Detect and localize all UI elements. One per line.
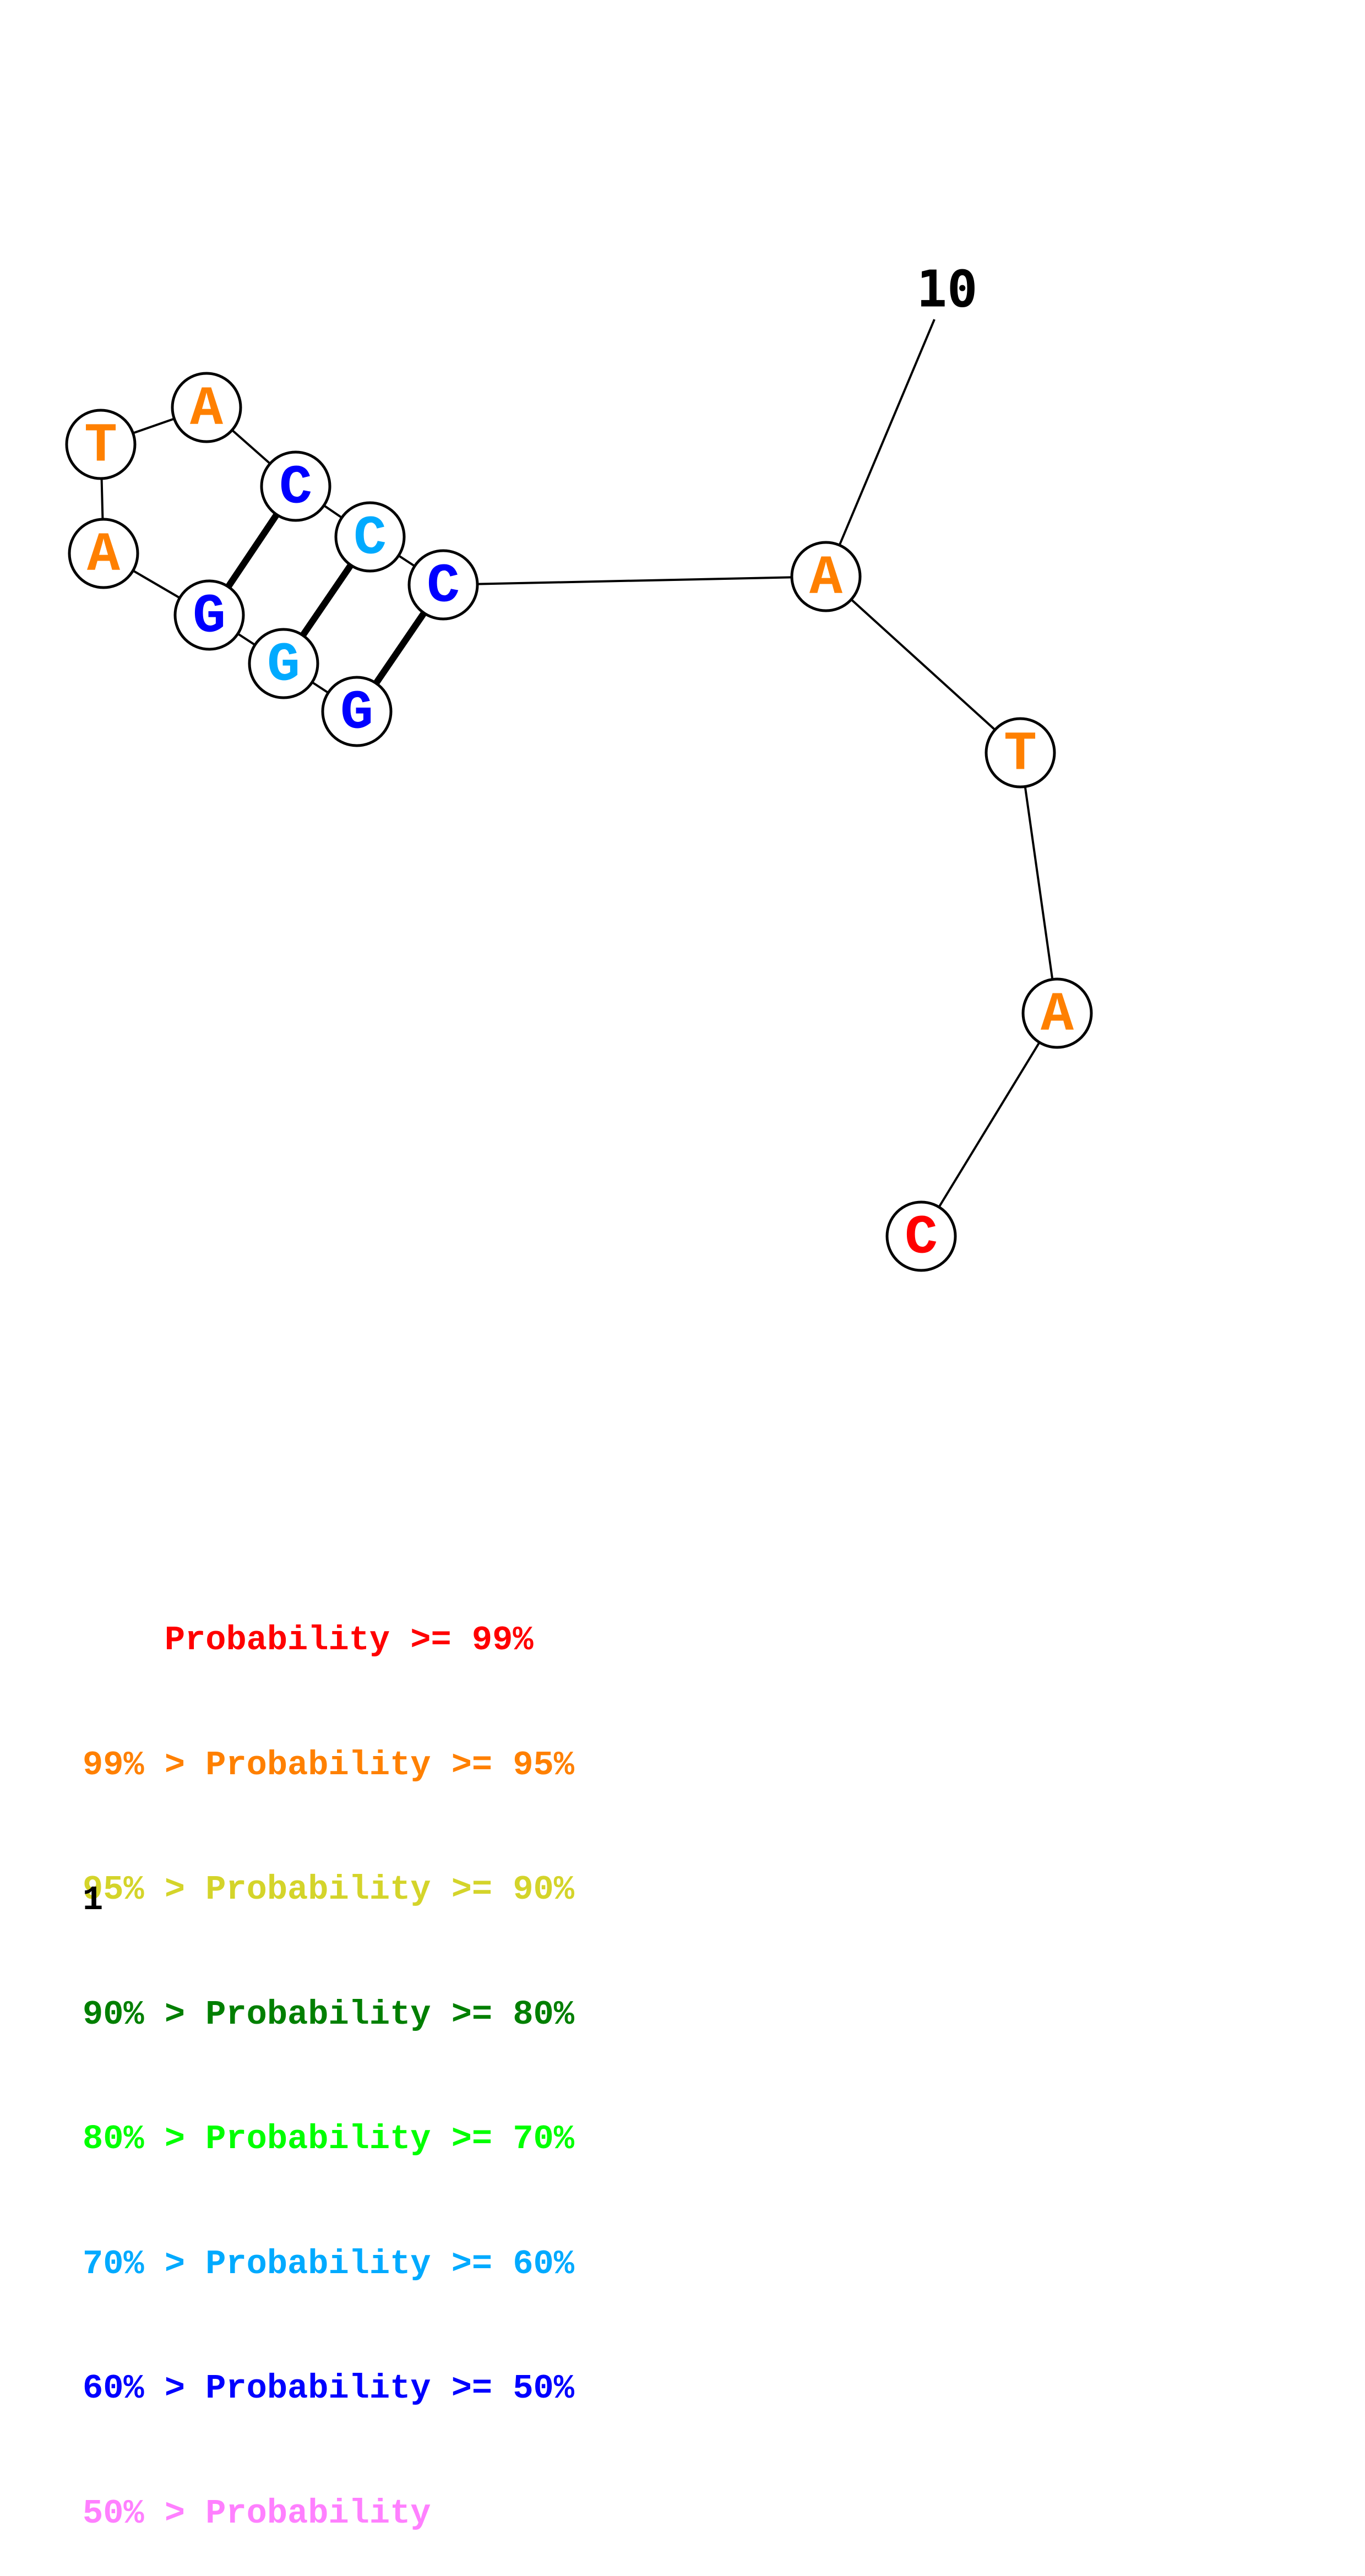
nucleotide-letter: T [1004, 724, 1037, 786]
structure-number: 1 [83, 1881, 104, 1920]
nucleotide-letter: T [84, 416, 117, 478]
position-label-tick [839, 319, 936, 545]
nucleotide-circle [321, 676, 393, 747]
nucleotide-circle [248, 628, 319, 699]
nucleotide-12: A [1021, 977, 1093, 1049]
nucleotide-letter: G [340, 683, 373, 745]
nucleotide-circle [885, 1200, 957, 1272]
nucleotide-circle [407, 549, 479, 621]
nucleotide-letter: G [267, 635, 300, 697]
nucleotide-1: G [321, 676, 393, 747]
nucleotide-letter: C [354, 508, 387, 570]
nucleotide-circle [790, 541, 862, 612]
legend-row-50: 60% > Probability >= 50% [83, 2369, 574, 2408]
nucleotide-letter: A [1041, 985, 1074, 1047]
nucleotide-3: G [173, 579, 245, 651]
nucleotide-letter: A [809, 548, 843, 610]
backbone-bond [443, 575, 826, 586]
legend-row-60: 70% > Probability >= 60% [83, 2244, 574, 2284]
legend-row-90: 95% > Probability >= 90% [83, 1870, 574, 1909]
nucleotide-9: C [407, 549, 479, 621]
nucleotide-letter: C [905, 1208, 938, 1270]
nucleotide-13: C [885, 1200, 957, 1272]
nucleotide-6: A [171, 372, 242, 443]
nucleotide-2: G [248, 628, 319, 699]
position-label: 10 [917, 260, 978, 319]
nucleotide-10: A [790, 541, 862, 612]
probability-legend: Probability >= 99% 99% > Probability >= … [83, 1536, 574, 2576]
nucleotide-circle [1021, 977, 1093, 1049]
nucleotide-11: T [985, 717, 1056, 789]
nucleotide-7: C [260, 450, 331, 522]
backbone-bond [1019, 752, 1058, 1014]
nucleotide-circle [173, 579, 245, 651]
base-pair-bond [373, 611, 427, 686]
nucleotide-letter: G [193, 586, 226, 649]
nucleotide-circle [65, 409, 137, 480]
position-label-layer: 10 [839, 260, 978, 545]
nucleotide-letter: A [190, 379, 224, 441]
nucleotide-4: A [68, 518, 139, 589]
nucleotide-letter: C [427, 556, 460, 618]
backbone-bond [825, 575, 1021, 754]
legend-row-70: 80% > Probability >= 70% [83, 2120, 574, 2159]
nucleotide-letter: C [279, 458, 312, 520]
nucleotide-5: T [65, 409, 137, 480]
backbone-bond [920, 1012, 1058, 1237]
legend-row-95: 99% > Probability >= 95% [83, 1745, 574, 1785]
base-pair-bond [300, 563, 354, 638]
legend-row-below-50: 50% > Probability [83, 2493, 431, 2533]
nucleotide-circle [68, 518, 139, 589]
nucleotide-circle [985, 717, 1056, 789]
legend-row-80: 90% > Probability >= 80% [83, 1995, 574, 2034]
nucleotide-letter: A [87, 525, 121, 587]
base-pair-bond [225, 513, 280, 589]
base-pair-layer [225, 513, 427, 686]
backbone-layer [100, 406, 1058, 1237]
nucleotide-circle [260, 450, 331, 522]
nucleotide-circle [334, 501, 406, 573]
legend-row-99: Probability >= 99% [83, 1621, 534, 1660]
nucleotide-8: C [334, 501, 406, 573]
nucleotide-circle [171, 372, 242, 443]
